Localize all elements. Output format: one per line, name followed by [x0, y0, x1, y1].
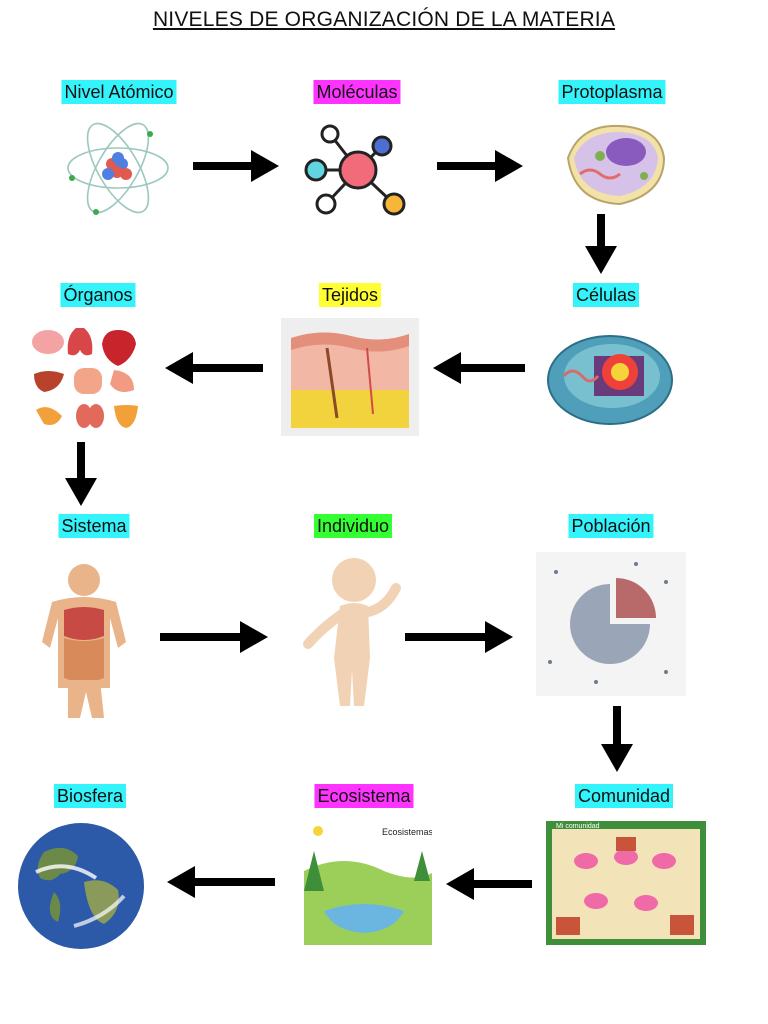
- tissue-image: [281, 318, 419, 436]
- label-individuo: Individuo: [313, 514, 393, 538]
- arrow-right-icon: [193, 150, 279, 182]
- arrow-left-icon: [446, 868, 532, 900]
- atom-image: [67, 122, 169, 215]
- label-comunidad: Comunidad: [574, 784, 674, 808]
- label-moleculas: Moléculas: [313, 80, 401, 104]
- arrow-left-icon: [167, 866, 275, 898]
- arrow-right-icon: [160, 621, 268, 653]
- community-image: Mi comunidad: [546, 821, 706, 945]
- human-system-image: [42, 564, 126, 718]
- label-organos: Órganos: [60, 283, 136, 307]
- earth-image: [18, 823, 144, 949]
- ecosystem-image: Ecosistemas: [304, 821, 432, 945]
- label-celulas: Células: [572, 283, 640, 307]
- page-title: NIVELES DE ORGANIZACIÓN DE LA MATERIA: [152, 8, 616, 31]
- label-ecosistema: Ecosistema: [314, 784, 414, 808]
- label-sistema: Sistema: [58, 514, 130, 538]
- arrow-right-icon: [437, 150, 523, 182]
- arrow-right-icon: [405, 621, 513, 653]
- label-nivel-atomico: Nivel Atómico: [61, 80, 177, 104]
- arrow-down-icon: [585, 214, 617, 274]
- label-tejidos: Tejidos: [318, 283, 382, 307]
- label-biosfera: Biosfera: [53, 784, 127, 808]
- population-image: [536, 552, 686, 696]
- label-poblacion: Población: [568, 514, 654, 538]
- individual-figure-image: [303, 558, 401, 706]
- arrow-left-icon: [165, 352, 263, 384]
- cell-image: [547, 335, 673, 425]
- protoplasm-image: [566, 124, 666, 206]
- community-image-caption: Mi comunidad: [556, 823, 600, 830]
- label-protoplasma: Protoplasma: [558, 80, 666, 104]
- organs-image: [32, 328, 138, 428]
- arrow-down-icon: [65, 442, 97, 506]
- molecule-image: [304, 124, 406, 216]
- ecosystem-image-caption: Ecosistemas: [382, 827, 432, 837]
- arrow-down-icon: [601, 706, 633, 772]
- arrow-left-icon: [433, 352, 525, 384]
